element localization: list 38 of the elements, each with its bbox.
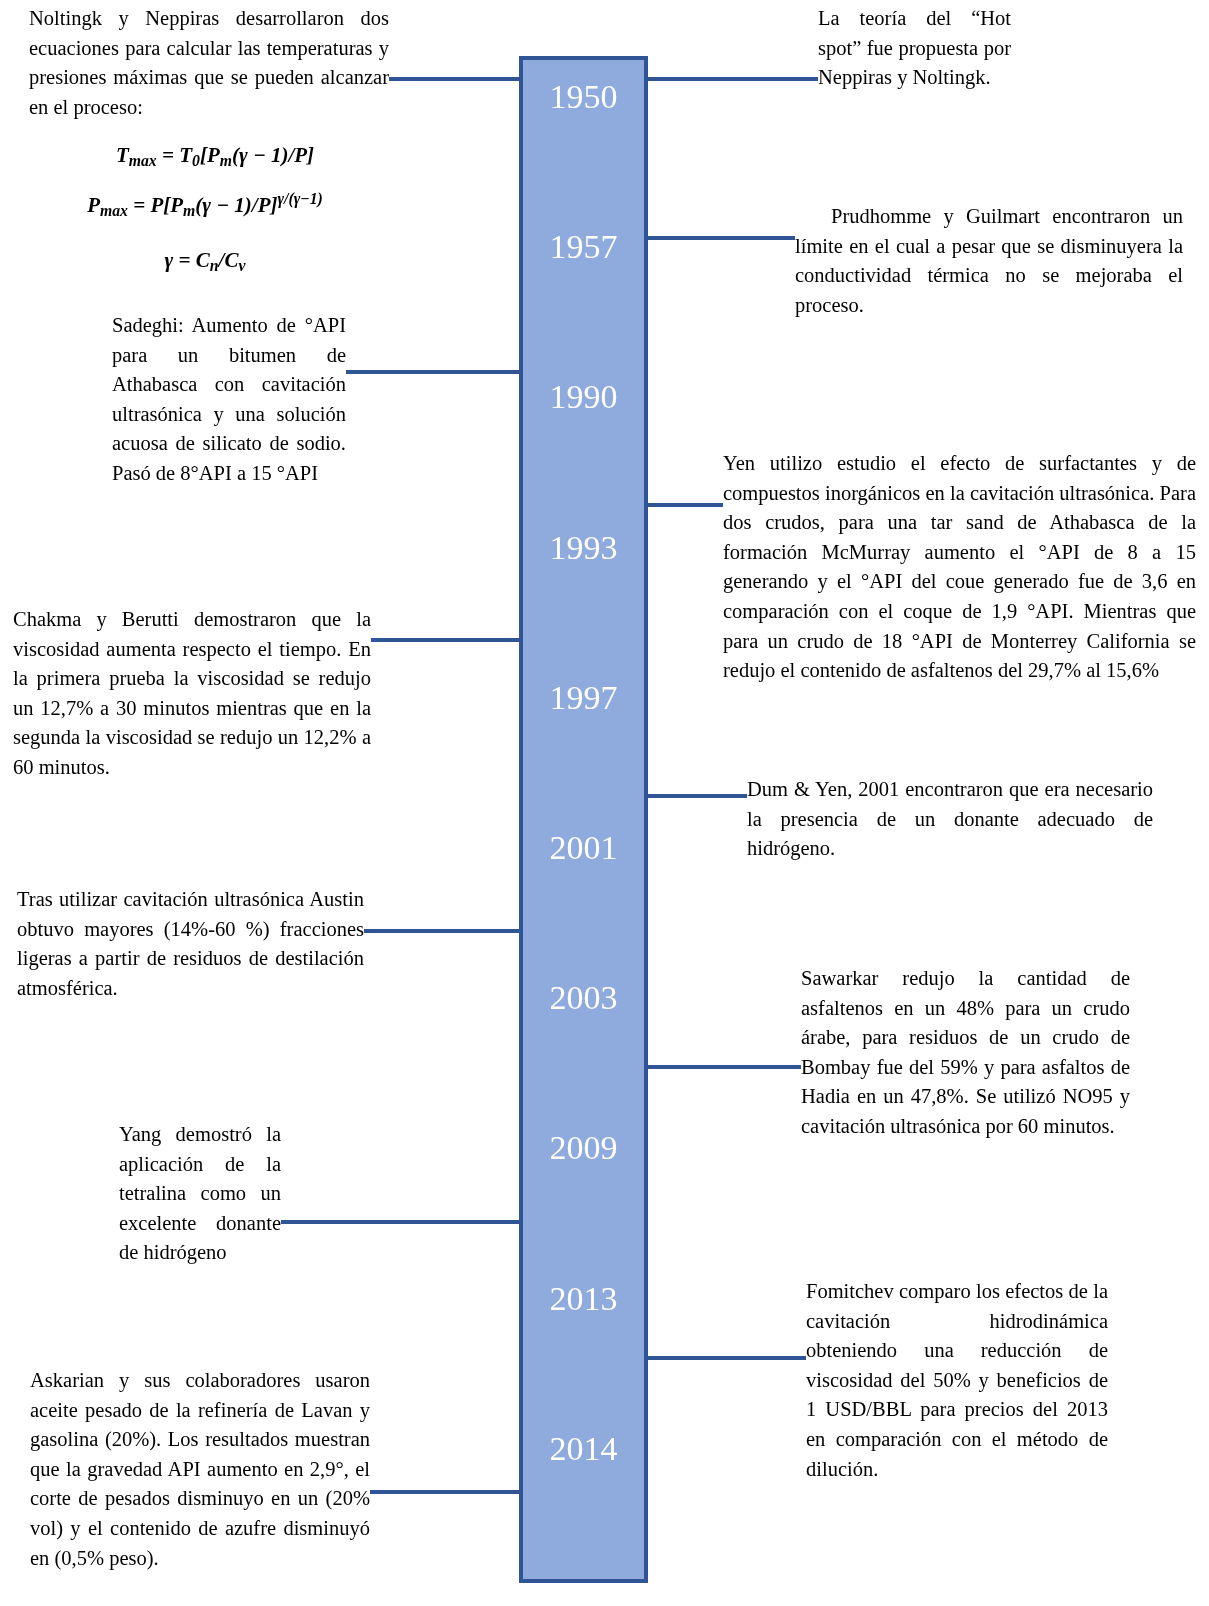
connector-line — [281, 1220, 519, 1224]
connector-line — [648, 236, 795, 240]
event-description: Dum & Yen, 2001 encontraron que era necesario la presencia de un donante adecuado de hidrógeno. — [747, 777, 1153, 862]
connector-line — [648, 794, 747, 798]
connector-line — [648, 503, 723, 507]
event-description: Yen utilizo estudio el efecto de surfactantes y de compuestos inorgánicos en la cavitación ultrasónica. Para dos crudos, para una tar sand de Athabasca de la formación McMurray aumento el °API de 8 a 15 generando y el °API del coue generado fue de 3,6 en comparación con el coque de 1,9 °API. Mientras que para un crudo de 18 °API de Monterrey California se redujo el contenido de asfaltenos del 29,7% al 15,6% — [723, 451, 1196, 684]
connector-line — [364, 929, 519, 933]
year-label: 1993 — [549, 530, 618, 565]
year-label: 2013 — [549, 1281, 618, 1316]
year-label: 2009 — [549, 1131, 618, 1166]
year-label: 1957 — [549, 230, 618, 265]
year-label: 2001 — [549, 831, 618, 865]
year-label: 2003 — [549, 981, 618, 1016]
formula: P$_{max}$ = P[P$_{m}$(γ − 1)/P]$^{γ/(γ−1)}$ — [87, 190, 323, 221]
year-label: 1990 — [549, 380, 618, 415]
timeline-bar — [519, 56, 648, 1583]
event-description: Yang demostró la aplicación de la tetralina como un excelente donante de hidrógeno — [119, 1122, 281, 1266]
formula: T$_{max}$ = T$_{0}$[P$_{m}$(γ − 1)/P] — [115, 142, 315, 171]
formula: γ = C$_{n}$/C$_{ν}$ — [164, 247, 246, 276]
connector-line — [389, 77, 519, 81]
event-description: Askarian y sus colaboradores usaron aceite pesado de la refinería de Lavan y gasolina (20%). Los resultados muestran que la gravedad API aumento en 2,9°, el corte de pesados disminuyo en un (20% vol) y el contenido de azufre disminuyó en (0,5% peso). — [30, 1368, 370, 1572]
event-description: La teoría del “Hot spot” fue propuesta por Neppiras y Noltingk. — [818, 6, 1011, 91]
event-description: Prudhomme y Guilmart encontraron un límite en el cual a pesar que se disminuyera la conductividad térmica no se mejoraba el proceso. — [795, 204, 1183, 319]
event-description: Fomitchev comparo los efectos de la cavitación hidrodinámica obteniendo una reducción de viscosidad del 50% y beneficios de 1 USD/BBL para precios del 2013 en comparación con el método de dilución. — [806, 1279, 1108, 1482]
connector-line — [371, 638, 519, 642]
event-description: Sawarkar redujo la cantidad de asfaltenos en un 48% para un crudo árabe, para residuos de un crudo de Bombay fue del 59% y para asfaltos de Hadia en un 47,8%. Se utilizó NO95 y cavitación ultrasónica por 60 minutos. — [801, 966, 1130, 1140]
event-description: Noltingk y Neppiras desarrollaron dos ecuaciones para calcular las temperaturas y presiones máximas que se pueden alcanzar en el proceso: — [29, 6, 389, 121]
event-description: Sadeghi: Aumento de °API para un bitumen de Athabasca con cavitación ultrasónica y una solución acuosa de silicato de sodio. Pasó de 8°API a 15 °API — [112, 313, 346, 486]
event-description: Chakma y Berutti demostraron que la viscosidad aumenta respecto el tiempo. En la primera prueba la viscosidad se redujo un 12,7% a 30 minutos mientras que en la segunda la viscosidad se redujo un 12,2% a 60 minutos. — [13, 607, 371, 780]
event-description: Tras utilizar cavitación ultrasónica Austin obtuvo mayores (14%-60 %) fracciones ligeras a partir de residuos de destilación atmosférica. — [17, 887, 364, 1001]
connector-line — [648, 77, 818, 81]
year-label: 1950 — [549, 80, 618, 114]
connector-line — [648, 1356, 806, 1360]
connector-line — [648, 1065, 801, 1069]
connector-line — [370, 1490, 519, 1494]
connector-line — [346, 370, 519, 374]
year-label: 1997 — [549, 680, 618, 715]
year-label: 2014 — [549, 1431, 618, 1466]
